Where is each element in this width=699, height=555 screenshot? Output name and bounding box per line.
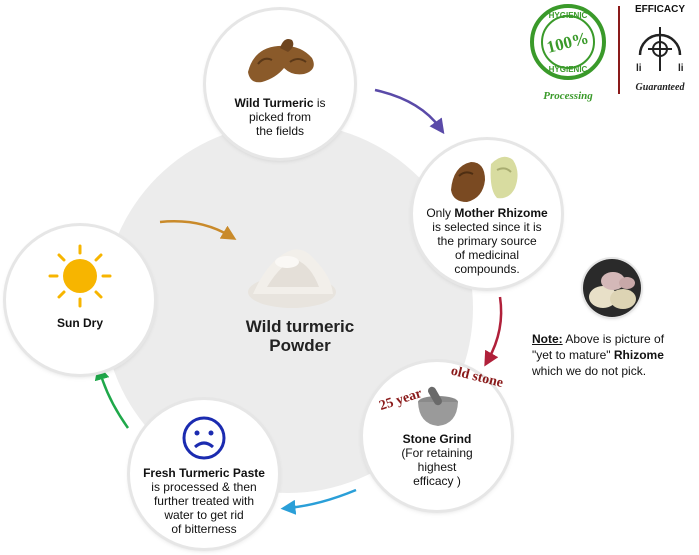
center-title-line2: Powder	[269, 336, 331, 355]
stone-banner: 25 year old stone	[378, 364, 505, 414]
note-bold: Rhizome	[613, 348, 664, 362]
svg-text:li: li	[678, 63, 684, 74]
arrow-rhizome-to-grind	[484, 296, 503, 367]
fresh-paste-text: Fresh Turmeric Paste is processed & then…	[130, 466, 278, 536]
efficacy-caption: Guaranteed	[635, 82, 685, 93]
svg-text:li: li	[636, 63, 642, 74]
mother-rhizome-line5: compounds.	[454, 262, 520, 276]
sun-dry-text: Sun Dry	[6, 316, 154, 330]
hygienic-badge: HYGIENIC 100% HYGIENIC Processing	[520, 2, 616, 102]
hygienic-caption: Processing	[543, 90, 593, 102]
mother-rhizome-line1: Only	[426, 206, 455, 220]
hygienic-stamp-icon: HYGIENIC 100% HYGIENIC	[530, 4, 606, 80]
hygienic-center-text: 100%	[545, 28, 591, 57]
rhizome-icon	[451, 156, 518, 202]
stone-grind-line1: (For retaining	[401, 446, 473, 460]
wild-turmeric-text: Wild Turmeric is picked from the fields	[206, 96, 354, 138]
badge-divider	[618, 6, 620, 94]
fresh-paste-bold: Fresh Turmeric Paste	[143, 466, 265, 480]
note-line2: "yet to mature"	[532, 348, 614, 362]
powder-pile-icon	[248, 249, 336, 308]
note-text: Note: Above is picture of "yet to mature…	[532, 331, 699, 379]
fresh-paste-line3: water to get rid	[164, 508, 244, 522]
arrow-grind-to-paste	[280, 488, 357, 515]
step-sun-dry: Sun Dry	[6, 226, 154, 374]
efficacy-title: EFFICACY	[635, 4, 685, 15]
immature-rhizome-icon	[583, 259, 641, 317]
fresh-paste-line1: is processed & then	[151, 480, 257, 494]
fresh-paste-line4: of bitterness	[171, 522, 237, 536]
wild-turmeric-line3: the fields	[255, 124, 305, 138]
step-wild-turmeric: Wild Turmeric is picked from the fields	[206, 10, 354, 158]
center-title-line1: Wild turmeric	[245, 317, 355, 336]
wild-turmeric-line1: is	[313, 96, 326, 110]
note-line3: which we do not pick.	[532, 364, 647, 378]
sun-dry-bold: Sun Dry	[56, 316, 103, 330]
mother-rhizome-bold: Mother Rhizome	[454, 206, 548, 220]
mother-rhizome-line2: is selected since it is	[432, 220, 542, 234]
efficacy-badge: EFFICACY li li Guaranteed	[624, 4, 696, 100]
sad-face-icon	[182, 416, 226, 460]
arrow-sundry-to-powder	[159, 220, 237, 240]
mother-rhizome-text: Only Mother Rhizome is selected since it…	[413, 206, 561, 276]
stone-grind-line3: efficacy )	[413, 474, 461, 488]
step-fresh-paste: Fresh Turmeric Paste is processed & then…	[130, 400, 278, 548]
wild-turmeric-line2: picked from	[248, 110, 312, 124]
sun-icon	[48, 244, 112, 308]
center-title: Wild turmeric Powder	[200, 317, 400, 355]
stone-grind-bold: Stone Grind	[402, 432, 472, 446]
powder-image	[247, 232, 337, 310]
arrow-fields-to-rhizome	[374, 88, 445, 135]
hygienic-top-text: HYGIENIC	[549, 11, 588, 20]
hygienic-bottom-text: HYGIENIC	[549, 65, 588, 74]
arrow-paste-to-sundry	[94, 364, 130, 429]
step-stone-grind: 25 year old stone Stone Grind (For retai…	[363, 362, 511, 510]
wild-turmeric-bold: Wild Turmeric	[234, 96, 314, 110]
stone-grind-line2: highest	[417, 460, 457, 474]
fresh-paste-line2: further treated with	[153, 494, 255, 508]
mother-rhizome-line4: of medicinal	[454, 248, 520, 262]
note-line1: Above is picture of	[562, 332, 665, 346]
turmeric-root-icon	[248, 39, 314, 83]
stone-mortar-icon	[418, 386, 458, 426]
efficacy-target-icon: li li	[636, 27, 684, 74]
note-label: Note:	[532, 332, 563, 346]
mother-rhizome-line3: the primary source	[437, 234, 537, 248]
step-mother-rhizome: Only Mother Rhizome is selected since it…	[413, 140, 561, 288]
immature-rhizome-image	[583, 259, 641, 317]
stone-grind-text: Stone Grind (For retaining highest effic…	[363, 432, 511, 488]
